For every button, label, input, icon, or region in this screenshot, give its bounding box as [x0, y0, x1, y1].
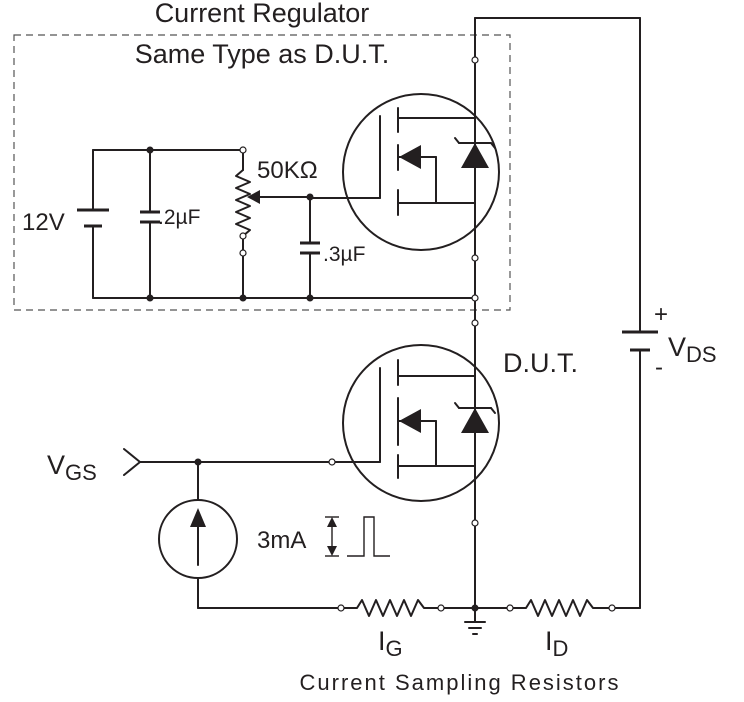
label-12v: 12V: [22, 209, 65, 236]
junction-dots: [146, 146, 479, 612]
label-02uf: .2µF: [158, 206, 200, 229]
vgs-input-terminal: [123, 448, 141, 476]
capacitor-03uf: [300, 241, 320, 255]
title-same-type: Same Type as D.U.T.: [135, 39, 390, 69]
bias-network-wires: [92, 149, 476, 299]
vgs-label: VGS: [47, 450, 97, 485]
vds-battery: [622, 330, 658, 352]
ground-symbol: [464, 607, 486, 635]
pulse-amplitude-arrow: [325, 516, 339, 557]
potentiometer-50k: [235, 169, 263, 237]
current-regulator-box: [13, 34, 511, 311]
vds-label: VDS: [668, 332, 717, 367]
resistor-id: [509, 599, 613, 617]
capacitor-02uf: [140, 210, 160, 224]
label-50k: 50KΩ: [257, 157, 318, 184]
label-ig: IG: [378, 626, 403, 661]
gate-drive-wires: [139, 461, 511, 609]
regulator-mosfet: [309, 93, 500, 251]
vds-plus-sign: +: [654, 301, 668, 328]
dut-mosfet: [331, 344, 500, 502]
resistor-ig: [340, 599, 442, 617]
label-current-sampling: Current Sampling Resistors: [300, 670, 621, 695]
vds-minus-sign: -: [655, 354, 663, 381]
pulse-waveform: [347, 516, 390, 557]
main-vertical-wire: [474, 17, 641, 609]
current-source-3ma: [158, 499, 238, 579]
label-3ma: 3mA: [257, 527, 306, 554]
battery-12v: [77, 208, 109, 228]
dut-label: D.U.T.: [503, 348, 578, 378]
label-id: ID: [545, 626, 568, 661]
title-current-regulator: Current Regulator: [155, 0, 370, 28]
label-03uf: .3µF: [323, 243, 365, 266]
terminal-nodes: [239, 56, 616, 612]
